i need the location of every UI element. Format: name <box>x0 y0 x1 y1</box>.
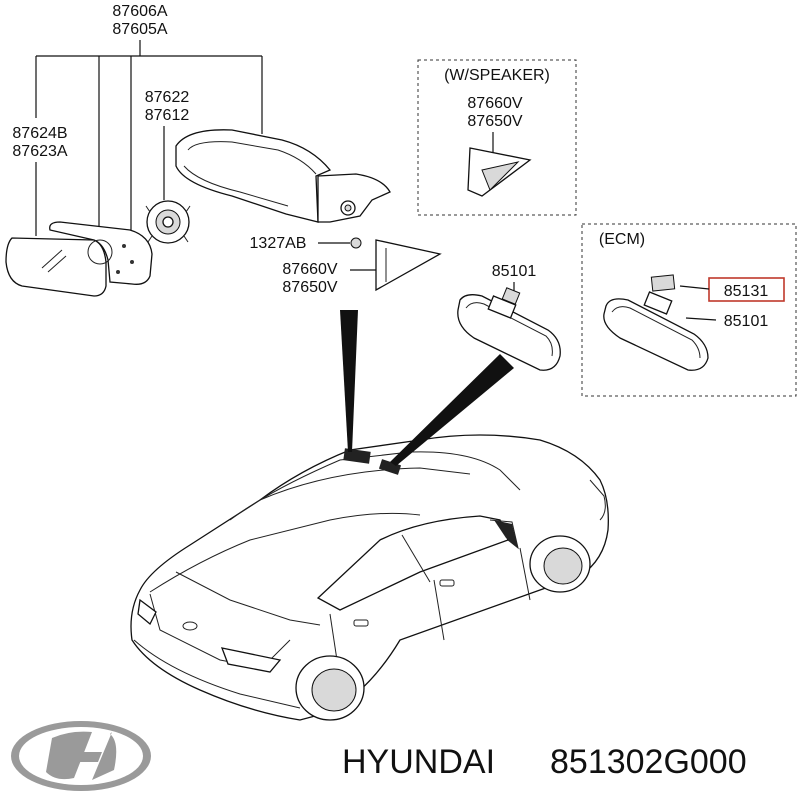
speaker-box-title: (W/SPEAKER) <box>444 67 550 84</box>
label-87606a: 87606A <box>112 3 167 20</box>
actuator-part <box>145 200 191 244</box>
label-87623a: 87623A <box>12 143 67 160</box>
label-87622: 87622 <box>145 89 190 106</box>
car-illustration <box>130 434 609 721</box>
callout-wedge-outside-mirror <box>340 310 358 452</box>
highlight-85131 <box>708 277 785 302</box>
ecm-mirror-part <box>603 274 709 371</box>
cover-part <box>375 239 442 292</box>
label-85101: 85101 <box>492 263 537 280</box>
ecm-option-box <box>581 223 797 397</box>
leader-lines-mirror-assy <box>35 40 263 236</box>
mirror-housing-part <box>175 129 391 223</box>
label-1327ab: 1327AB <box>250 235 307 252</box>
speaker-label-87660v: 87660V <box>467 95 522 112</box>
label-87660v: 87660V <box>282 261 337 278</box>
footer-part-number: 851302G000 <box>550 743 747 781</box>
leader-85131 <box>679 285 710 290</box>
leader-ecm-mirror <box>685 317 717 321</box>
callout-wedge-inside-mirror <box>390 354 514 466</box>
speaker-cover-part <box>467 147 532 197</box>
label-87650v: 87650V <box>282 279 337 296</box>
ecm-sensor-part <box>650 274 676 292</box>
ecm-label-85101: 85101 <box>724 313 769 330</box>
ecm-box-title: (ECM) <box>599 231 645 248</box>
speaker-option-box <box>417 59 577 216</box>
label-87624b: 87624B <box>12 125 67 142</box>
speaker-label-87650v: 87650V <box>467 113 522 130</box>
mirror-glass-part <box>5 221 153 297</box>
hyundai-logo-icon <box>11 721 151 791</box>
label-87612: 87612 <box>145 107 190 124</box>
screw-part <box>350 237 362 249</box>
ecm-label-85131: 85131 <box>724 283 769 300</box>
inside-mirror-part <box>457 287 561 371</box>
label-87605a: 87605A <box>112 21 167 38</box>
footer-brand: HYUNDAI <box>342 743 495 781</box>
